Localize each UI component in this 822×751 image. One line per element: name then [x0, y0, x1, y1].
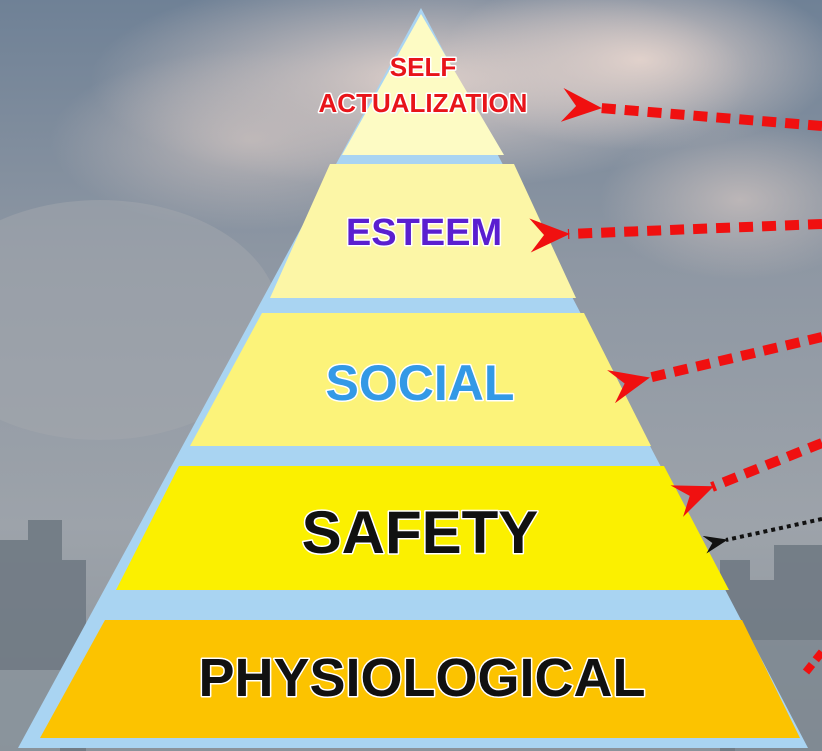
- haze: [0, 200, 280, 440]
- arrow-to-safety-red: [670, 438, 822, 517]
- arrow-to-safety-black: [702, 517, 822, 554]
- level-physiological: [40, 620, 800, 738]
- level-label-self-line2: ACTUALIZATION: [319, 88, 528, 118]
- level-label-esteem: ESTEEM: [346, 212, 502, 254]
- arrow-to-social: [607, 332, 822, 404]
- level-label-physiological: PHYSIOLOGICAL: [198, 648, 645, 708]
- level-esteem: [270, 164, 576, 298]
- arrow-to-physiological: [802, 649, 822, 675]
- arrow-to-self-actualization: [560, 87, 822, 131]
- level-label-self-line1: SELF: [390, 52, 456, 82]
- level-label-social: SOCIAL: [326, 355, 515, 411]
- cloud: [600, 120, 822, 280]
- level-self-actualization: [342, 14, 504, 155]
- arrow-to-esteem: [529, 218, 822, 253]
- level-label-safety: SAFETY: [302, 499, 539, 566]
- level-safety: [116, 466, 729, 590]
- cloud: [440, 0, 822, 150]
- level-social: [190, 313, 651, 446]
